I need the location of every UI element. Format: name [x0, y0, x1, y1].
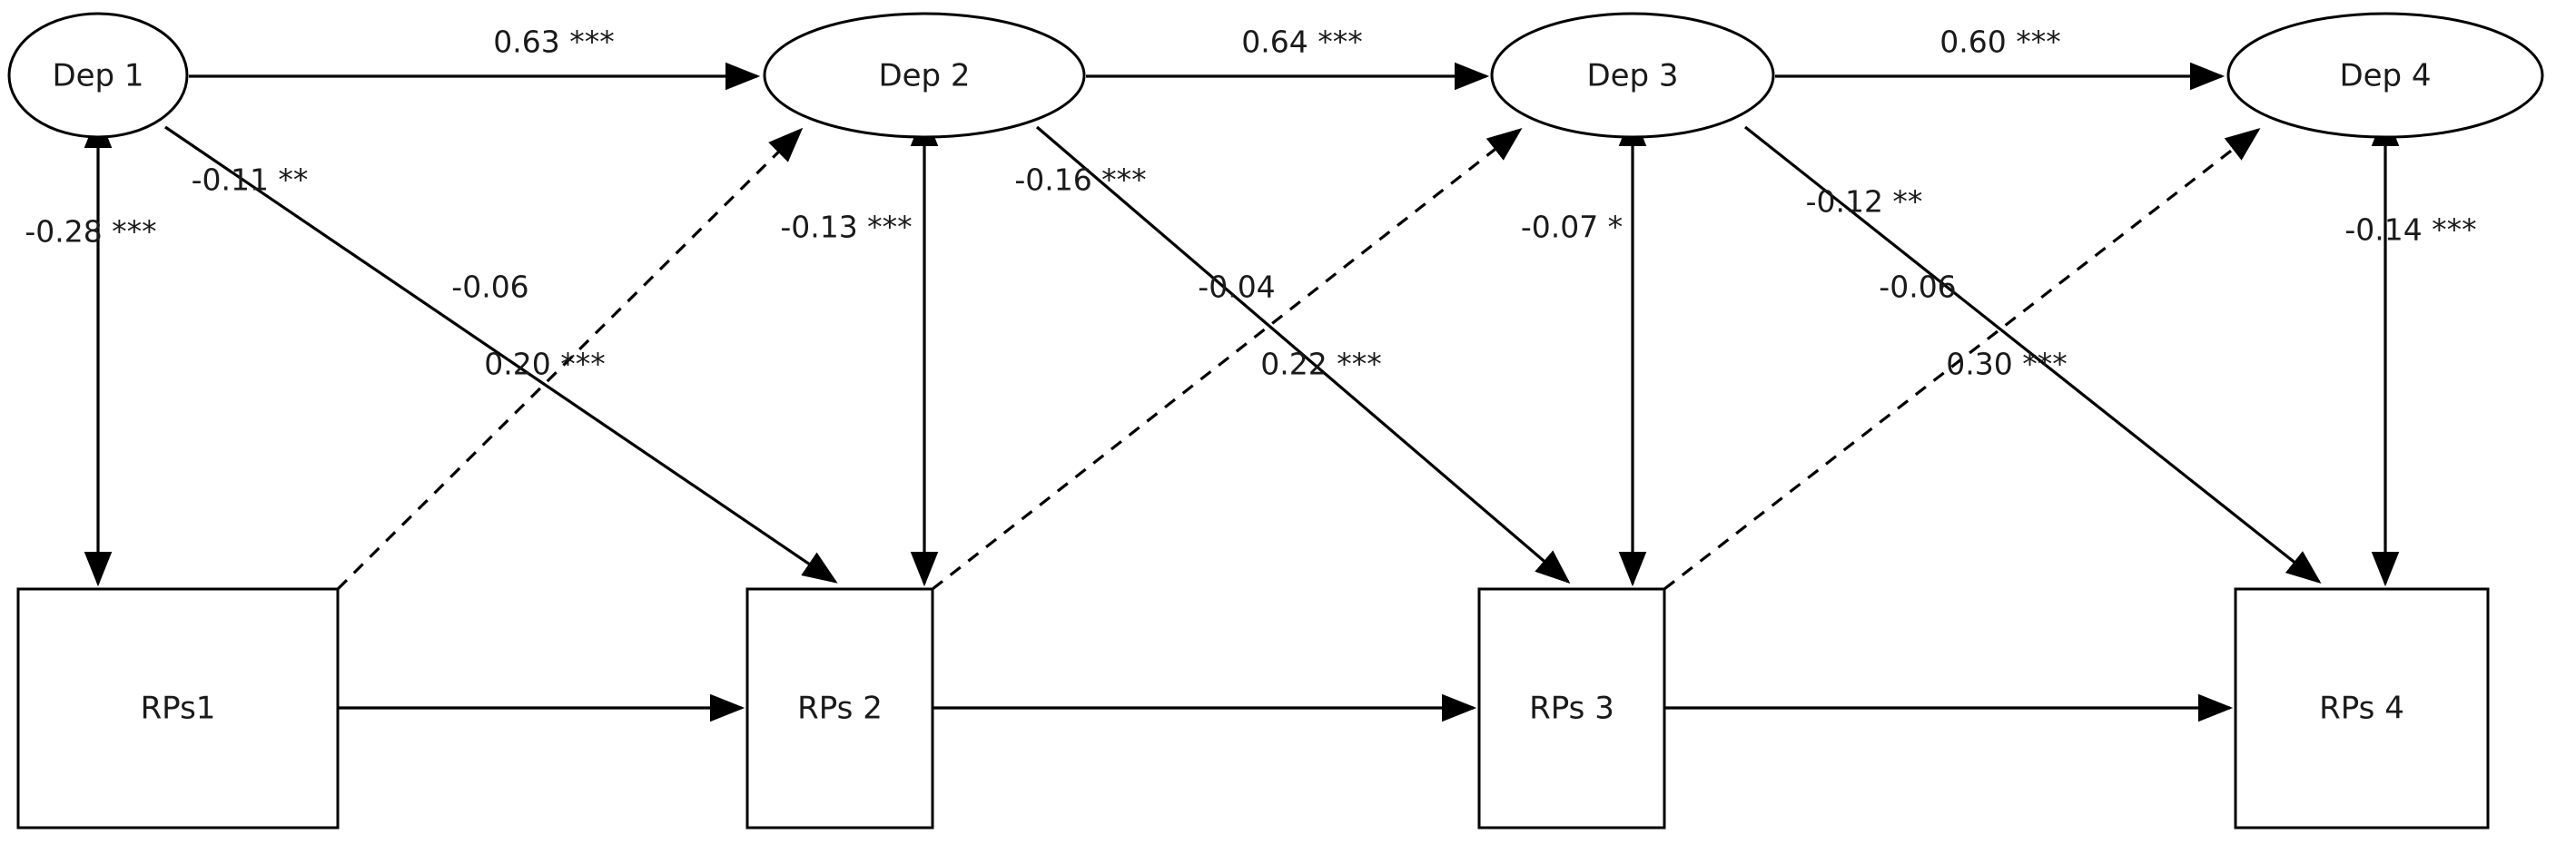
edge-label-dep2-rps3: -0.16 *** [1014, 162, 1146, 198]
node-rps3[interactable]: RPs 3 [1477, 587, 1666, 830]
node-dep2[interactable]: Dep 2 [763, 12, 1086, 139]
rps3-label: RPs 3 [1529, 691, 1614, 727]
dep1-label: Dep 1 [52, 58, 143, 94]
edge-label-dep1-dep2: 0.63 *** [493, 25, 614, 60]
rps1-label: RPs1 [141, 691, 216, 727]
node-rps2[interactable]: RPs 2 [745, 587, 934, 830]
edge-dep1-to-rps2 [164, 125, 838, 584]
edge-label-rps3-rps4: 0.30 *** [1946, 347, 2067, 382]
dep3-ellipse [1490, 12, 1775, 139]
dep4-ellipse [2226, 12, 2544, 139]
node-dep1[interactable]: Dep 1 [7, 12, 189, 139]
node-dep4[interactable]: Dep 4 [2226, 12, 2544, 139]
dep2-ellipse [763, 12, 1086, 139]
edge-label-dep1-rps1: -0.28 *** [25, 214, 156, 250]
edge-rps2-to-dep3 [932, 128, 1523, 591]
edge-rps1-to-dep2 [336, 127, 804, 591]
edge-dep3-to-rps4 [1744, 125, 2322, 584]
edge-label-dep1-rps2: -0.11 ** [192, 162, 309, 198]
edge-label-dep3-dep4: 0.60 *** [1939, 25, 2060, 60]
edge-label-rps2-rps3: 0.22 *** [1260, 347, 1381, 382]
edge-label-dep2-rps2: -0.13 *** [780, 210, 912, 245]
dep1-ellipse [7, 12, 189, 139]
node-dep3[interactable]: Dep 3 [1490, 12, 1775, 139]
edge-label-rps1-dep2: -0.06 [451, 270, 528, 305]
edge-dep2-to-rps3 [1035, 125, 1571, 584]
edge-label-rps1-rps2: 0.20 *** [484, 347, 605, 382]
rps1-rect [16, 587, 340, 830]
rps2-rect [745, 587, 934, 830]
dep2-label: Dep 2 [878, 58, 970, 94]
edge-label-dep4-rps4: -0.14 *** [2344, 212, 2476, 248]
rps4-rect [2234, 587, 2490, 830]
edge-label-rps3-dep4: -0.06 [1879, 270, 1956, 305]
rps2-label: RPs 2 [797, 691, 883, 727]
edge-rps3-to-dep4 [1663, 128, 2261, 591]
dep4-label: Dep 4 [2339, 58, 2431, 94]
edge-label-dep2-dep3: 0.64 *** [1241, 25, 1362, 60]
edge-label-dep3-rps3: -0.07 * [1521, 210, 1623, 245]
node-rps4[interactable]: RPs 4 [2234, 587, 2490, 830]
node-rps1[interactable]: RPs1 [16, 587, 340, 830]
rps3-rect [1477, 587, 1666, 830]
dep3-label: Dep 3 [1586, 58, 1678, 94]
edge-label-dep3-rps4: -0.12 ** [1806, 184, 1923, 220]
rps4-label: RPs 4 [2319, 691, 2404, 727]
edge-label-rps2-dep3: -0.04 [1198, 270, 1275, 305]
